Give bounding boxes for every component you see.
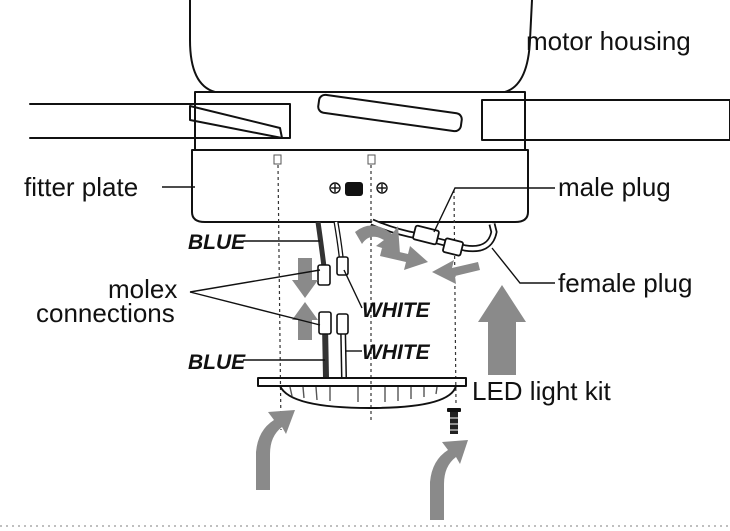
mounting-screw xyxy=(447,408,461,434)
blue-wire-label-top: BLUE xyxy=(188,231,246,254)
molex-connector xyxy=(336,313,349,335)
switch-icon xyxy=(345,182,363,196)
white-wire-label-top: WHITE xyxy=(362,299,431,322)
male-plug-label: male plug xyxy=(558,172,671,202)
plug-join-arrows xyxy=(380,246,480,284)
curved-guide-arrow xyxy=(355,225,400,254)
fan-blade-left xyxy=(29,103,291,139)
motor-housing-label: motor housing xyxy=(526,26,691,56)
blue-wire-label-bottom: BLUE xyxy=(188,351,246,374)
light-kit-wires xyxy=(318,311,349,379)
lift-arrow-left xyxy=(256,410,295,490)
molex-connector xyxy=(336,256,349,276)
molex-label-line1: molex xyxy=(108,274,177,304)
molex-connector xyxy=(318,311,332,335)
molex-label-line2: connections xyxy=(36,298,175,328)
plug-cable xyxy=(370,218,498,257)
fan-blade-right xyxy=(481,99,730,141)
mount-screw-right xyxy=(367,154,376,165)
led-light-kit-label: LED light kit xyxy=(472,376,611,406)
female-plug-label: female plug xyxy=(558,268,692,298)
fitter-plate-label: fitter plate xyxy=(24,172,138,202)
lift-arrow-right xyxy=(430,440,468,520)
male-plug-connector xyxy=(412,224,440,246)
fitter-plate xyxy=(191,149,529,223)
led-fins xyxy=(289,386,438,402)
molex-connector xyxy=(317,264,331,286)
blade-mount-ring xyxy=(194,91,526,151)
white-wire-label-bottom: WHITE xyxy=(362,341,431,364)
motor-housing xyxy=(189,0,533,93)
led-light-kit xyxy=(257,377,467,409)
female-plug-connector xyxy=(442,237,464,257)
screw-icon xyxy=(376,182,388,194)
mount-screw-left xyxy=(273,154,282,165)
lift-arrow-large xyxy=(478,285,526,375)
leader-lines xyxy=(162,186,555,361)
fan-wires xyxy=(315,221,349,286)
screw-icon xyxy=(329,182,341,194)
